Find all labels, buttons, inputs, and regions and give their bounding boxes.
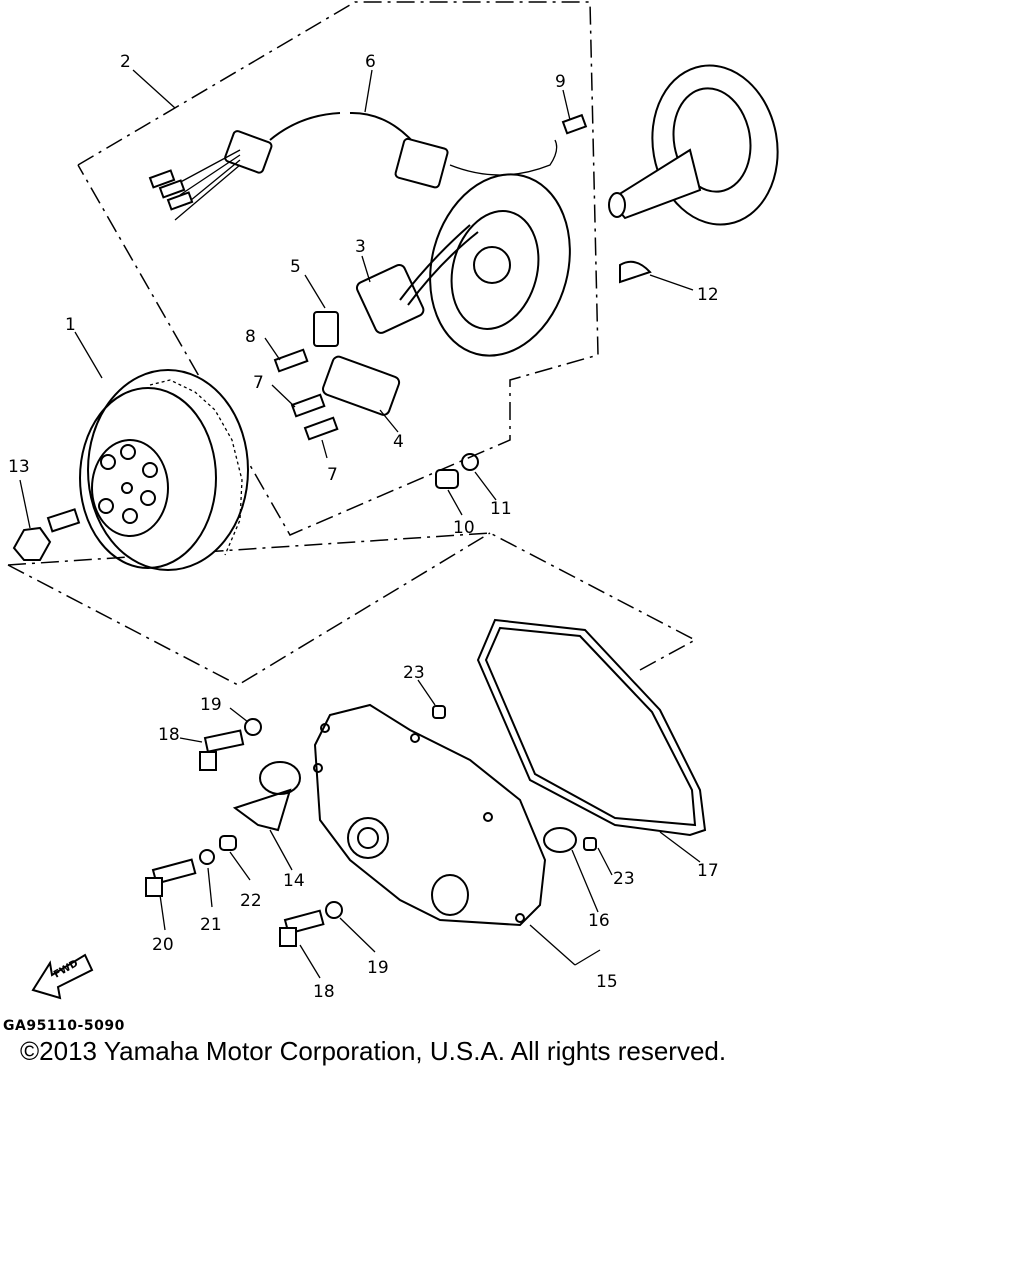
group-boundary-lower — [7, 532, 697, 686]
label-part-12: 12 — [697, 285, 719, 305]
fasteners-lower — [145, 705, 597, 947]
label-part-9: 9 — [555, 72, 566, 92]
part-labels: 2 6 9 3 5 12 1 8 7 4 7 13 11 10 23 19 18… — [8, 52, 719, 1002]
label-part-19b: 19 — [367, 958, 389, 978]
label-part-15: 15 — [596, 972, 618, 992]
parts-diagram: FWD 2 6 9 3 5 12 — [7, 1, 779, 1002]
label-part-10: 10 — [453, 518, 475, 538]
wire-harness — [148, 111, 558, 221]
label-part-8: 8 — [245, 327, 256, 347]
label-part-23b: 23 — [613, 869, 635, 889]
crankcase-cover — [313, 703, 547, 927]
woodruff-key — [619, 260, 652, 284]
copyright-notice: ©2013 Yamaha Motor Corporation, U.S.A. A… — [20, 1036, 727, 1066]
label-part-23a: 23 — [403, 663, 425, 683]
wire-clamp — [232, 761, 301, 832]
label-part-5: 5 — [290, 257, 301, 277]
forward-arrow-icon: FWD — [31, 953, 94, 1000]
crankshaft-cone — [608, 64, 779, 226]
label-part-6: 6 — [365, 52, 376, 72]
label-part-7a: 7 — [253, 373, 264, 393]
label-part-21: 21 — [200, 915, 222, 935]
label-part-13: 13 — [8, 457, 30, 477]
drawing-code: GA95110-5090 — [3, 1018, 125, 1034]
label-part-1: 1 — [65, 315, 76, 335]
label-part-14: 14 — [283, 871, 305, 891]
flywheel-rotor — [79, 369, 249, 571]
label-part-18b: 18 — [313, 982, 335, 1002]
stator-assembly — [313, 173, 571, 416]
label-part-4: 4 — [393, 432, 404, 452]
label-part-7b: 7 — [327, 465, 338, 485]
flywheel-bolt — [12, 508, 81, 561]
label-part-11: 11 — [490, 499, 512, 519]
label-part-20: 20 — [152, 935, 174, 955]
label-part-16: 16 — [588, 911, 610, 931]
leader-lines — [19, 69, 701, 979]
label-part-17: 17 — [697, 861, 719, 881]
screws-upper — [273, 113, 588, 489]
label-part-2: 2 — [120, 52, 131, 72]
label-part-18a: 18 — [158, 725, 180, 745]
group-boundary-upper — [77, 1, 599, 536]
label-part-3: 3 — [355, 237, 366, 257]
label-part-22: 22 — [240, 891, 262, 911]
cover-gasket — [476, 618, 707, 837]
label-part-19a: 19 — [200, 695, 222, 715]
